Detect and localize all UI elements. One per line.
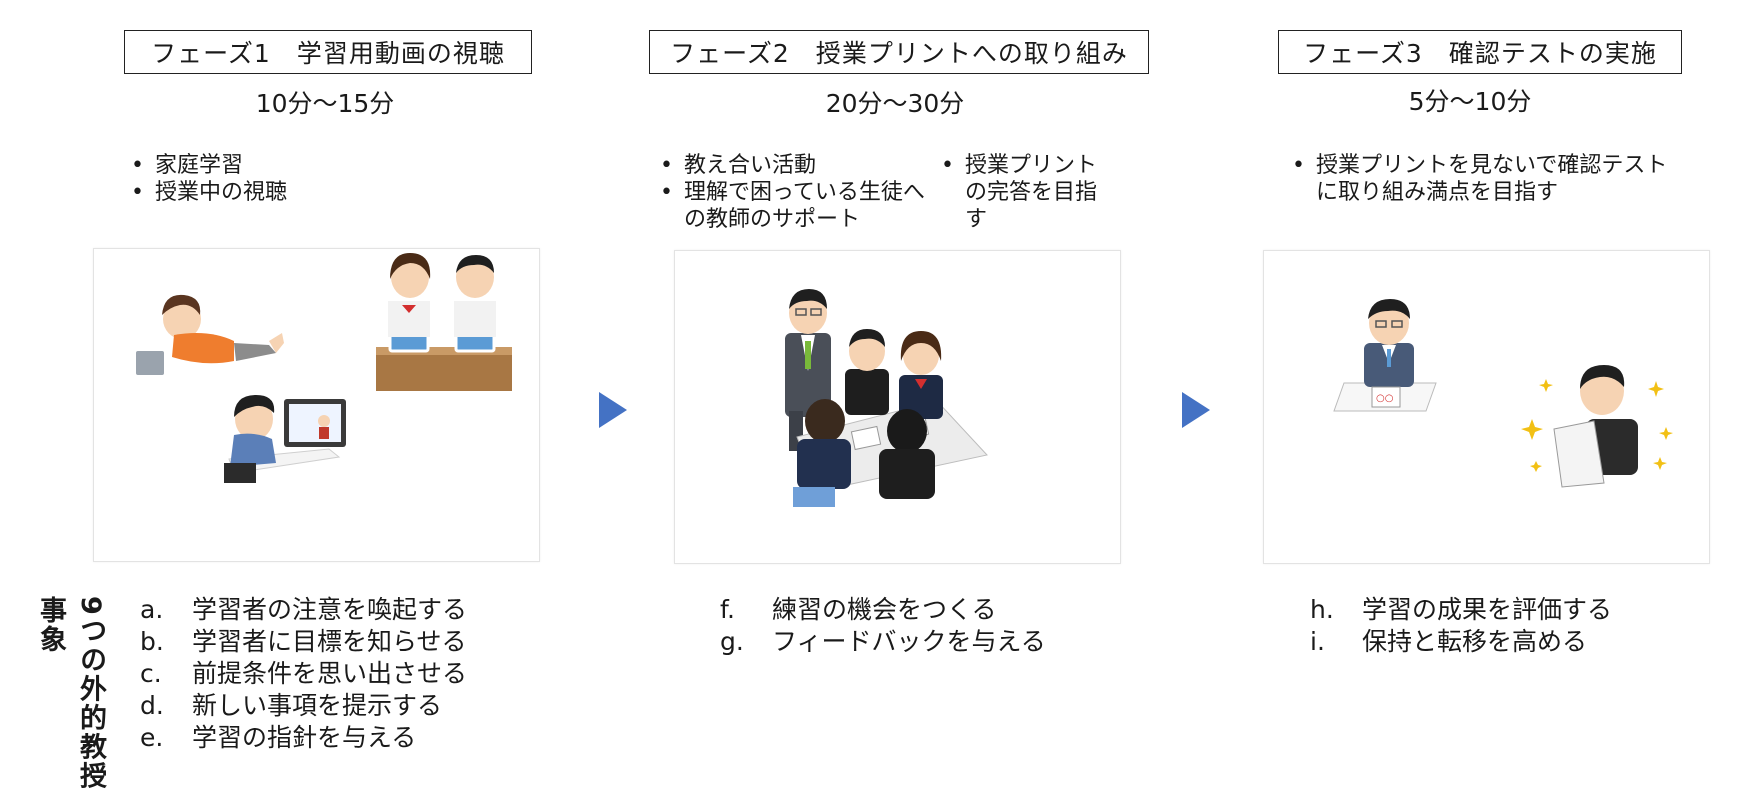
bullet-item: 教え合い活動 xyxy=(656,152,928,179)
phase3-events: h. 学習の成果を評価する i. 保持と転移を高める xyxy=(1310,594,1612,658)
event-text: 保持と転移を高める xyxy=(1362,627,1588,656)
phase2-time: 20分～30分 xyxy=(825,89,965,118)
arrow-right-icon xyxy=(599,392,627,428)
student-boy-figure xyxy=(845,329,889,415)
event-item: d. 新しい事項を提示する xyxy=(140,690,467,722)
boy-with-tablet-figure xyxy=(224,395,346,483)
event-text: 学習者に目標を知らせる xyxy=(192,627,467,656)
bullet-item: 理解で困っている生徒への教師のサポート xyxy=(656,179,928,233)
phase3-bullets: 授業プリントを見ないで確認テストに取り組み満点を目指す xyxy=(1288,152,1688,206)
teacher-grading-figure: ○○ xyxy=(1333,299,1437,412)
phase1-illustration xyxy=(93,248,540,562)
event-item: g. フィードバックを与える xyxy=(720,626,1046,658)
event-letter: a. xyxy=(140,595,164,624)
phase2-events: f. 練習の機会をつくる g. フィードバックを与える xyxy=(720,594,1046,658)
video-watching-illustration xyxy=(136,253,512,483)
event-letter: e. xyxy=(140,723,164,752)
event-letter: d. xyxy=(140,691,164,720)
student-girl-figure xyxy=(899,331,943,419)
event-letter: g. xyxy=(720,627,744,656)
phase3-illustration: ○○ xyxy=(1263,250,1710,564)
event-item: a. 学習者の注意を喚起する xyxy=(140,594,467,626)
event-item: f. 練習の機会をつくる xyxy=(720,594,1046,626)
event-text: 前提条件を思い出させる xyxy=(192,659,468,688)
event-item: c. 前提条件を思い出させる xyxy=(140,658,467,690)
bullet-item: 家庭学習 xyxy=(127,152,427,179)
phase3-time: 5分～10分 xyxy=(1408,87,1532,116)
event-letter: h. xyxy=(1310,595,1334,624)
event-letter: i. xyxy=(1310,627,1325,656)
event-letter: f. xyxy=(720,595,735,624)
event-letter: b. xyxy=(140,627,164,656)
phase1-title: フェーズ1 学習用動画の視聴 xyxy=(124,30,532,74)
phase1-events: a. 学習者の注意を喚起する b. 学習者に目標を知らせる c. 前提条件を思い出させ… xyxy=(140,594,467,754)
event-text: 学習の成果を評価する xyxy=(1362,595,1613,624)
group-study-illustration xyxy=(785,289,988,507)
phase2-bullets-left: 教え合い活動 理解で困っている生徒への教師のサポート xyxy=(656,152,928,233)
phase2-illustration xyxy=(674,250,1121,564)
bullet-item: 授業プリントを見ないで確認テストに取り組み満点を目指す xyxy=(1288,152,1688,206)
happy-student-figure xyxy=(1521,365,1673,488)
phase1-bullets: 家庭学習 授業中の視聴 xyxy=(127,152,427,206)
event-item: e. 学習の指針を与える xyxy=(140,722,467,754)
sparkle-icon xyxy=(1521,379,1673,472)
girl-lying-figure xyxy=(136,294,284,375)
event-text: 新しい事項を提示する xyxy=(192,691,443,720)
event-text: フィードバックを与える xyxy=(772,627,1046,656)
phase3-title: フェーズ3 確認テストの実施 xyxy=(1278,30,1682,74)
svg-text:○○: ○○ xyxy=(1376,393,1393,404)
event-item: b. 学習者に目標を知らせる xyxy=(140,626,467,658)
confirmation-test-illustration: ○○ xyxy=(1333,299,1673,488)
student-back-figure xyxy=(879,409,935,499)
students-at-desk-figure xyxy=(376,253,512,391)
bullet-item: 授業プリントの完答を目指す xyxy=(937,152,1117,233)
event-text: 学習者の注意を喚起する xyxy=(192,595,468,624)
phase1-time: 10分～15分 xyxy=(255,89,395,118)
arrow-right-icon xyxy=(1182,392,1210,428)
nine-events-label: 9つの外的教授事象 xyxy=(35,596,106,791)
bullet-item: 授業中の視聴 xyxy=(127,179,427,206)
event-letter: c. xyxy=(140,659,162,688)
event-text: 学習の指針を与える xyxy=(192,723,417,752)
event-item: h. 学習の成果を評価する xyxy=(1310,594,1612,626)
event-text: 練習の機会をつくる xyxy=(772,595,997,624)
phase2-title: フェーズ2 授業プリントへの取り組み xyxy=(649,30,1149,74)
phase2-bullets-right: 授業プリントの完答を目指す xyxy=(937,152,1117,233)
event-item: i. 保持と転移を高める xyxy=(1310,626,1612,658)
student-back-figure xyxy=(793,399,851,507)
